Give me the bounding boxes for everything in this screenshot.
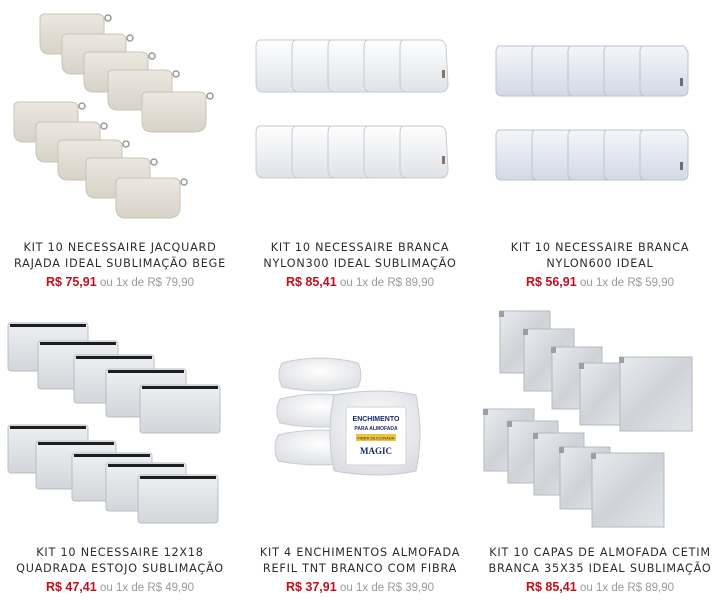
product-image-beige-pouches[interactable] — [0, 0, 240, 228]
product-price: R$ 85,41 — [285, 275, 337, 289]
product-card[interactable]: KIT 10 NECESSAIRE BRANCA NYLON600 IDEAL … — [480, 0, 720, 303]
product-card[interactable]: KIT 10 NECESSAIRE 12X18 QUADRADA ESTOJO … — [0, 303, 240, 607]
product-title-line1: KIT 4 ENCHIMENTOS ALMOFADA — [259, 546, 461, 559]
package-brand: MAGIC — [360, 446, 392, 456]
product-image-pillow-fillings[interactable]: ENCHIMENTO PARA ALMOFADA FIBRA SILICONAD… — [240, 303, 480, 535]
product-title-line1: KIT 10 NECESSAIRE BRANCA — [510, 241, 690, 254]
price-line: R$ 47,41 ou 1x de R$ 49,90 — [46, 580, 194, 594]
product-title-line2: BRANCA 35X35 IDEAL SUBLIMAÇÃO — [488, 562, 712, 575]
product-card[interactable]: KIT 10 NECESSAIRE BRANCA NYLON300 IDEAL … — [240, 0, 480, 303]
product-image-white-nylon600-bags[interactable] — [480, 0, 720, 228]
product-price: R$ 85,41 — [525, 580, 577, 594]
product-title-line2: NYLON300 IDEAL SUBLIMAÇÃO — [263, 257, 457, 270]
product-title-line1: KIT 10 NECESSAIRE JACQUARD — [23, 241, 217, 254]
product-installment: ou 1x de R$ 89,90 — [340, 277, 435, 289]
product-title[interactable]: KIT 4 ENCHIMENTOS ALMOFADA REFIL TNT BRA… — [244, 545, 476, 577]
product-price: R$ 75,91 — [45, 275, 97, 289]
product-installment: ou 1x de R$ 39,90 — [340, 582, 435, 594]
product-title[interactable]: KIT 10 NECESSAIRE BRANCA NYLON600 IDEAL — [484, 240, 716, 272]
product-image-zipper-pouches[interactable] — [0, 303, 240, 535]
product-title-line2: NYLON600 IDEAL — [546, 257, 654, 270]
product-image-white-nylon300-bags[interactable] — [240, 0, 480, 228]
price-line: R$ 75,91 ou 1x de R$ 79,90 — [46, 275, 194, 289]
package-line1: ENCHIMENTO — [353, 416, 400, 423]
product-price: R$ 47,41 — [45, 580, 97, 594]
product-title-line2: REFIL TNT BRANCO COM FIBRA — [262, 562, 458, 575]
price-line: R$ 85,41 ou 1x de R$ 89,90 — [286, 275, 434, 289]
product-title[interactable]: KIT 10 NECESSAIRE JACQUARD RAJADA IDEAL … — [4, 240, 236, 272]
product-card[interactable]: KIT 10 NECESSAIRE JACQUARD RAJADA IDEAL … — [0, 0, 240, 303]
product-title[interactable]: KIT 10 NECESSAIRE 12X18 QUADRADA ESTOJO … — [4, 545, 236, 577]
product-image-satin-pillow-covers[interactable] — [480, 303, 720, 535]
product-title-line2: QUADRADA ESTOJO SUBLIMAÇÃO — [16, 562, 224, 575]
package-band: FIBRA SILICONADA — [358, 436, 395, 441]
product-title-line1: KIT 10 CAPAS DE ALMOFADA CETIM — [489, 546, 711, 559]
product-title[interactable]: KIT 10 CAPAS DE ALMOFADA CETIM BRANCA 35… — [484, 545, 716, 577]
product-installment: ou 1x de R$ 89,90 — [580, 582, 675, 594]
product-title-line1: KIT 10 NECESSAIRE 12X18 — [36, 546, 204, 559]
package-line2: PARA ALMOFADA — [354, 426, 398, 432]
product-price: R$ 37,91 — [285, 580, 337, 594]
product-card[interactable]: ENCHIMENTO PARA ALMOFADA FIBRA SILICONAD… — [240, 303, 480, 607]
product-title-line1: KIT 10 NECESSAIRE BRANCA — [270, 241, 450, 254]
price-line: R$ 56,91 ou 1x de R$ 59,90 — [526, 275, 674, 289]
product-card[interactable]: KIT 10 CAPAS DE ALMOFADA CETIM BRANCA 35… — [480, 303, 720, 607]
product-installment: ou 1x de R$ 79,90 — [100, 277, 195, 289]
product-title-line2: RAJADA IDEAL SUBLIMAÇÃO BEGE — [14, 257, 226, 270]
product-title[interactable]: KIT 10 NECESSAIRE BRANCA NYLON300 IDEAL … — [244, 240, 476, 272]
product-installment: ou 1x de R$ 59,90 — [580, 277, 675, 289]
price-line: R$ 85,41 ou 1x de R$ 89,90 — [526, 580, 674, 594]
product-price: R$ 56,91 — [525, 275, 577, 289]
product-installment: ou 1x de R$ 49,90 — [100, 582, 195, 594]
price-line: R$ 37,91 ou 1x de R$ 39,90 — [286, 580, 434, 594]
